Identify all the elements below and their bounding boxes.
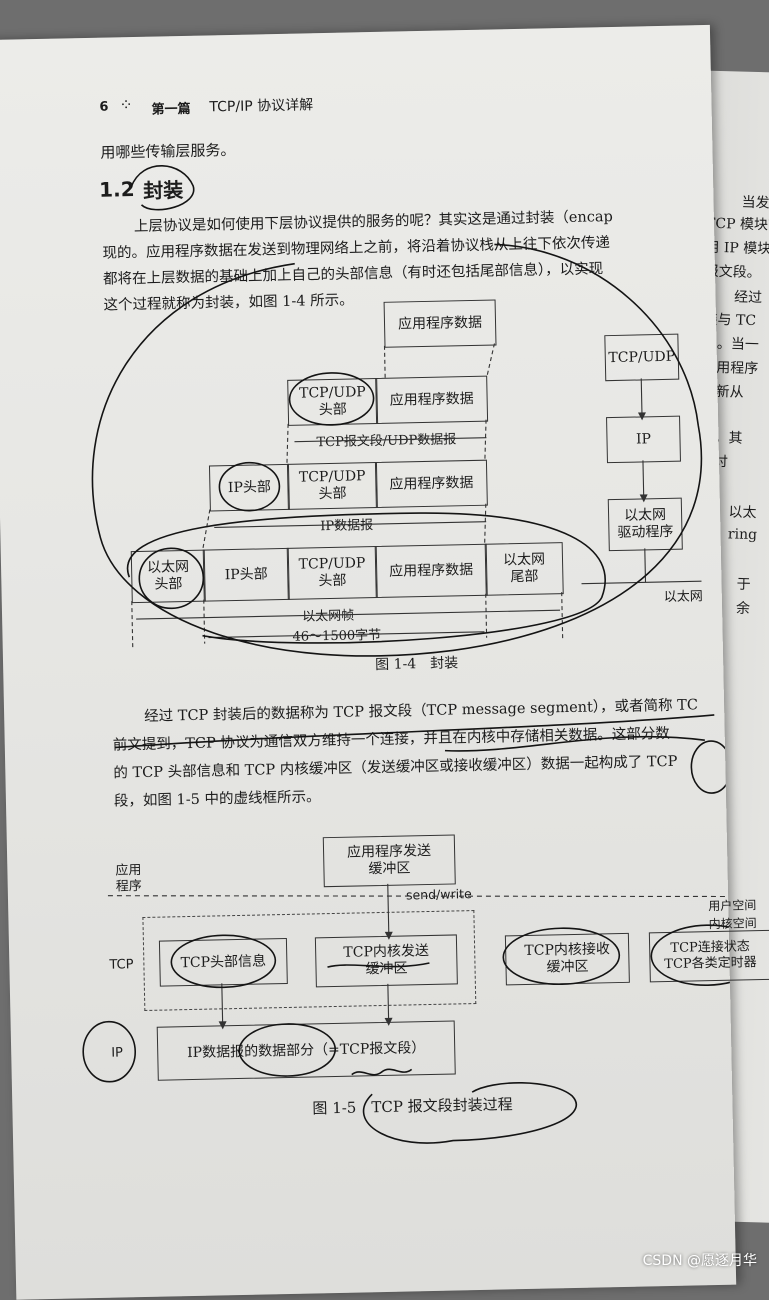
kernel-send-buffer-label: TCP内核发送 缓冲区 [343, 943, 430, 978]
paragraph-line: 上层协议是如何使用下层协议提供的服务的呢？其实这是通过封装（encap [133, 208, 613, 236]
app-data-label: 应用程序数据 [397, 314, 483, 333]
right-page-line: 用 IP 模块 [705, 239, 769, 258]
paragraph-line: 的 TCP 头部信息和 TCP 内核缓冲区（发送缓冲区或接收缓冲区）数据一起构成… [113, 753, 678, 782]
tcpudp-header-label: TCP/UDP 头部 [298, 468, 366, 503]
right-page-line: 于 [736, 576, 751, 593]
app-data-label: 应用程序数据 [389, 390, 474, 409]
app-data-box: 应用程序数据 [374, 459, 488, 509]
tcpudp-header-box: TCP/UDP 头部 [287, 377, 379, 426]
stack-tcpudp-box: TCP/UDP [604, 333, 680, 382]
app-data-box: 应用程序数据 [374, 543, 488, 599]
right-page-line: 经过 [733, 289, 763, 307]
conn-state-timers-label: TCP连接状态 TCP各类定时器 [664, 939, 757, 973]
right-page-line: 以太 [728, 504, 757, 522]
right-page-line: 余 [735, 600, 751, 617]
size-range-label: 46～1500字节 [292, 627, 382, 645]
section-number: 1.2 [98, 177, 135, 202]
stack-eth-driver-box: 以太网 驱动程序 [607, 497, 683, 552]
eth-frame-label: 以太网帧 [301, 608, 355, 625]
kernel-recv-buffer-label: TCP内核接收 缓冲区 [524, 941, 611, 976]
stack-tcpudp-label: TCP/UDP [608, 348, 676, 366]
stack-ip-label: IP [635, 430, 652, 448]
app-data-box: 应用程序数据 [375, 375, 489, 424]
right-page-line: TCP 模块首 [705, 215, 769, 234]
stack-ip-box: IP [606, 415, 681, 464]
paragraph-line: 这个过程就称为封装，如图 1-4 所示。 [103, 292, 354, 314]
kernel-recv-buffer-box: TCP内核接收 缓冲区 [504, 932, 630, 986]
csdn-watermark: CSDN @愿逐月华 [642, 1253, 757, 1269]
book-title: TCP/IP 协议详解 [209, 97, 314, 116]
eth-trailer-label: 以太网 尾部 [502, 551, 546, 586]
tcpudp-header-label: TCP/UDP 头部 [298, 555, 366, 590]
app-data-label: 应用程序数据 [389, 474, 474, 493]
kernel-send-buffer-box: TCP内核发送 缓冲区 [314, 934, 458, 988]
book-page: 6 ⁘ 第一篇 TCP/IP 协议详解 用哪些传输层服务。 1.2 封装 上层协… [0, 24, 769, 1300]
ip-header-box: IP头部 [202, 547, 290, 602]
tcp-header-info-box: TCP头部信息 [158, 937, 288, 987]
section-title: 封装 [142, 177, 184, 203]
app-send-buffer-label: 应用程序发送 缓冲区 [346, 843, 432, 878]
tcp-header-info-label: TCP头部信息 [180, 953, 267, 971]
paragraph-line: 经过 TCP 封装后的数据称为 TCP 报文段（TCP message segm… [144, 697, 699, 725]
ornament-icon: ⁘ [119, 95, 133, 115]
tcpudp-header-label: TCP/UDP 头部 [298, 384, 366, 419]
ip-header-label: IP头部 [227, 478, 272, 496]
pen-circle-ip-label [82, 1020, 137, 1083]
part-label: 第一篇 [151, 101, 191, 118]
eth-header-box: 以太网 头部 [130, 549, 206, 604]
figure-1-4-caption: 图 1-4 封装 [375, 655, 459, 674]
app-send-buffer-box: 应用程序发送 缓冲区 [322, 834, 456, 888]
ip-data-part-label: IP数据报的数据部分（=TCP报文段） [187, 1039, 426, 1061]
page-number: 6 [99, 99, 109, 115]
ip-data-part-box: IP数据报的数据部分（=TCP报文段） [156, 1020, 456, 1081]
right-page-line: 当发送 [741, 194, 769, 212]
paragraph-line: 段，如图 1-5 中的虚线框所示。 [113, 789, 321, 810]
ip-layer-label: IP [111, 1045, 124, 1061]
stack-eth-driver-label: 以太网 驱动程序 [617, 507, 674, 541]
eth-header-label: 以太网 头部 [146, 559, 190, 593]
paragraph-line: 都将在上层数据的基础上加上自己的头部信息（有时还包括尾部信息），以实现 [102, 261, 604, 288]
figure-1-5-caption: 图 1-5 TCP 报文段封装过程 [312, 1095, 513, 1118]
paragraph-line: 前文提到，TCP 协议为通信双方维持一个连接，并且在内核中存储相关数据。这部分数 [112, 725, 670, 754]
conn-state-timers-box: TCP连接状态 TCP各类定时器 [648, 929, 769, 983]
app-layer-label: 应用 程序 [115, 863, 142, 895]
user-space-label: 用户空间 [708, 898, 757, 914]
intro-line: 用哪些传输层服务。 [100, 140, 236, 162]
right-page-line: ring [727, 526, 758, 544]
send-write-label: send/write [405, 886, 472, 903]
eth-trailer-box: 以太网 尾部 [484, 542, 564, 596]
ip-datagram-label: IP数据报 [320, 518, 374, 535]
app-data-label: 应用程序数据 [389, 561, 474, 580]
ip-header-label: IP头部 [224, 565, 268, 583]
ethernet-label: 以太网 [663, 589, 703, 606]
ip-header-box: IP头部 [208, 463, 290, 512]
app-data-box: 应用程序数据 [383, 299, 497, 348]
tcpudp-header-box: TCP/UDP 头部 [286, 461, 378, 510]
tcp-segment-label: TCP报文段/UDP数据报 [316, 432, 457, 451]
tcp-layer-label: TCP [109, 957, 134, 973]
tcpudp-header-box: TCP/UDP 头部 [286, 546, 378, 600]
